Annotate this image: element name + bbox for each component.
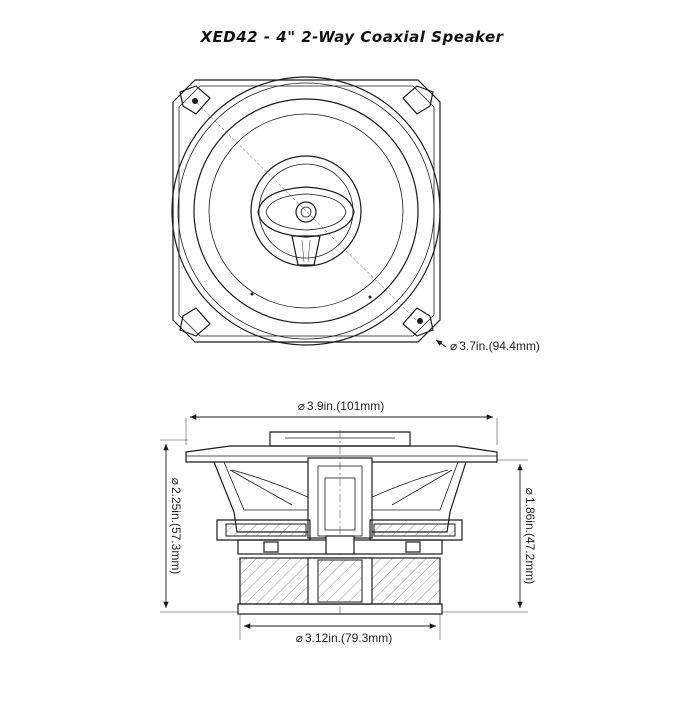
front-view: ⌀3.7in.(94.4mm) [171,76,540,353]
screw-hole-icon [417,318,423,324]
dim-outer-diameter: ⌀3.9in.(101mm) [298,399,385,413]
dim-mount-depth: ⌀1.86in.(47.2mm) [523,488,537,585]
side-view: ⌀3.9in.(101mm) [160,399,537,645]
tweeter-bridge [257,186,355,238]
page-title: XED42 - 4" 2-Way Coaxial Speaker [199,28,504,46]
tweeter-dome [295,201,317,223]
dim-overall-depth: ⌀2.25in.(57.3mm) [169,478,183,575]
dim-mount-diagonal: ⌀3.7in.(94.4mm) [450,339,540,353]
magnet-right [371,557,441,605]
mounting-frame [172,79,441,343]
magnet-left [239,557,309,605]
surround-ring [193,98,419,324]
mount-tab-top-right [402,85,434,115]
tweeter-housing [250,155,362,267]
mount-tab-top-left [179,85,211,115]
cone-edge [208,113,404,309]
mount-tab-bottom-right [402,307,434,337]
cone-section [231,469,449,499]
dim-magnet-diameter: ⌀3.12in.(79.3mm) [296,631,393,645]
back-plate [237,603,443,615]
screw-hole-icon [192,98,198,104]
outer-ring [171,76,441,346]
mounting-flange [185,445,498,463]
tweeter-support [291,235,321,266]
terminal-block [325,535,355,555]
mount-tab-bottom-left [179,307,211,337]
